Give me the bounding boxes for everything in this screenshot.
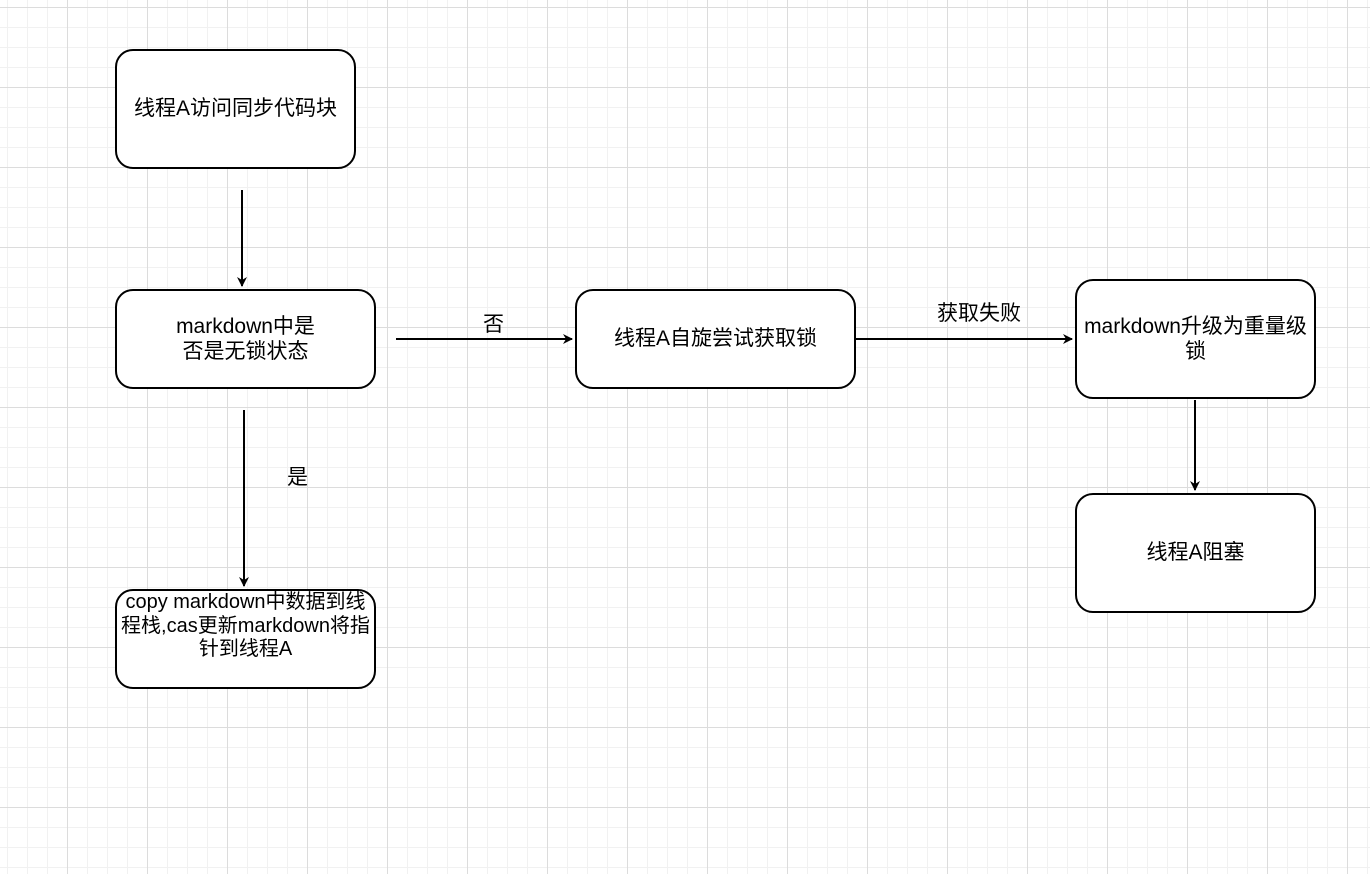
node-blocked-label: 线程A阻塞 (1146, 541, 1245, 565)
edge-label-fail: 获取失败 (937, 302, 1021, 325)
node-spin-label: 线程A自旋尝试获取锁 (613, 327, 817, 351)
node-upgrade[interactable]: markdown升级为重量级锁 (1075, 279, 1316, 399)
node-start-label: 线程A访问同步代码块 (133, 97, 337, 121)
node-copy-label: copy markdown中数据到线程栈,cas更新markdown将指针到线程… (121, 591, 370, 661)
node-spin[interactable]: 线程A自旋尝试获取锁 (575, 289, 856, 389)
node-blocked[interactable]: 线程A阻塞 (1075, 493, 1316, 613)
node-start[interactable]: 线程A访问同步代码块 (115, 49, 356, 169)
node-check-unlocked[interactable]: markdown中是否是无锁状态 (115, 289, 376, 389)
node-copy[interactable]: copy markdown中数据到线程栈,cas更新markdown将指针到线程… (115, 589, 376, 689)
node-upgrade-label: markdown升级为重量级锁 (1084, 314, 1307, 363)
node-check-unlocked-label: markdown中是否是无锁状态 (176, 314, 315, 363)
edge-label-no: 否 (483, 313, 504, 336)
edge-label-yes: 是 (287, 466, 308, 489)
